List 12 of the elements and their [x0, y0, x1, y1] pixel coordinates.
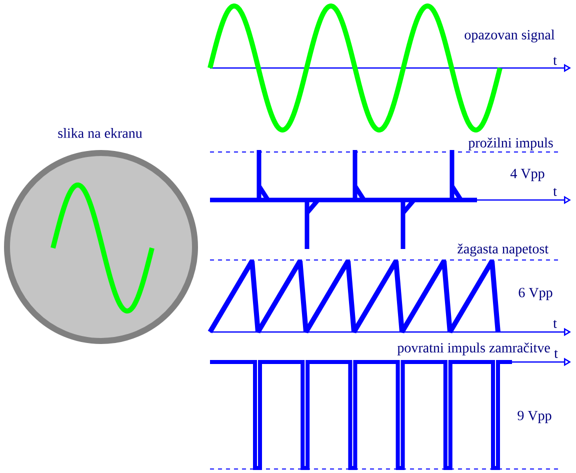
- amplitude-label: 6 Vpp: [518, 288, 552, 300]
- signal-label: povratni impuls zamračitve: [397, 342, 550, 356]
- axis-label: t: [553, 188, 557, 196]
- amplitude-label: 4 Vpp: [510, 168, 544, 182]
- screen-caption: slika na ekranu: [58, 128, 142, 138]
- signal-label: prožilni impuls: [468, 138, 553, 150]
- axis-label: t: [553, 320, 557, 328]
- signal-label: žagasta napetost: [458, 244, 548, 256]
- signal-label: opazovan signal: [464, 30, 554, 42]
- axis-label: t: [554, 350, 558, 358]
- axis-label: t: [553, 56, 557, 65]
- amplitude-label: 9 Vpp: [518, 410, 552, 424]
